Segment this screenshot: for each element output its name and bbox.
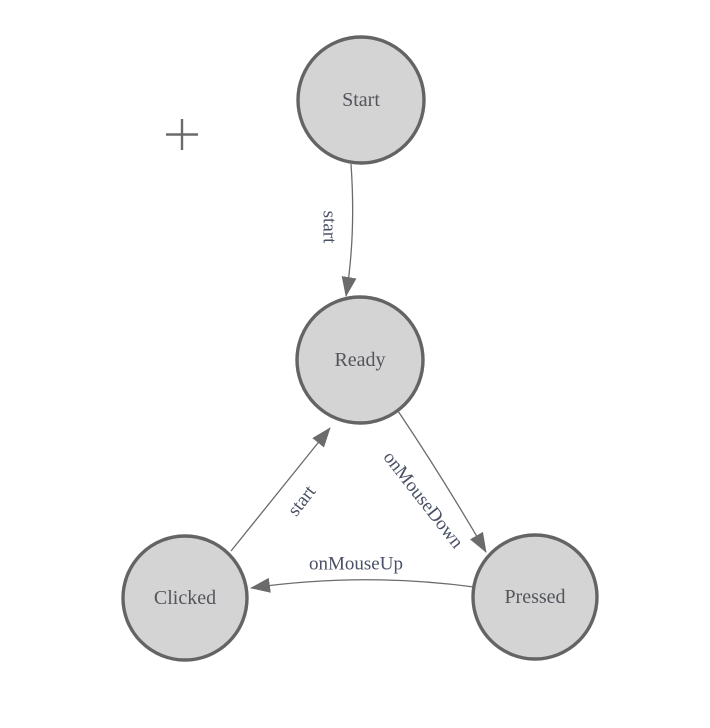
node-ready[interactable]: Ready [295, 295, 425, 425]
edge-clicked-to-ready[interactable] [230, 427, 331, 552]
edge-start-to-ready[interactable] [341, 163, 357, 297]
edge-pressed-to-clicked[interactable] [250, 577, 475, 593]
edge-ready-to-pressed[interactable] [397, 410, 487, 553]
node-layer: Start Ready Clicked Pressed [121, 35, 599, 662]
node-ready-label: Ready [334, 349, 385, 371]
node-ready-circle[interactable] [295, 295, 425, 425]
node-pressed[interactable]: Pressed [471, 533, 599, 661]
node-start[interactable]: Start [296, 35, 426, 165]
edge-label-start-to-ready: start [319, 211, 340, 244]
node-clicked-label: Clicked [154, 587, 216, 609]
node-clicked[interactable]: Clicked [121, 534, 249, 662]
node-pressed-label: Pressed [504, 586, 565, 608]
edge-label-pressed-to-clicked: onMouseUp [309, 554, 403, 575]
node-start-label: Start [342, 89, 380, 111]
crosshair-plus-icon [166, 119, 198, 150]
node-clicked-circle[interactable] [121, 534, 249, 662]
node-pressed-circle[interactable] [471, 533, 599, 661]
node-start-circle[interactable] [296, 35, 426, 165]
